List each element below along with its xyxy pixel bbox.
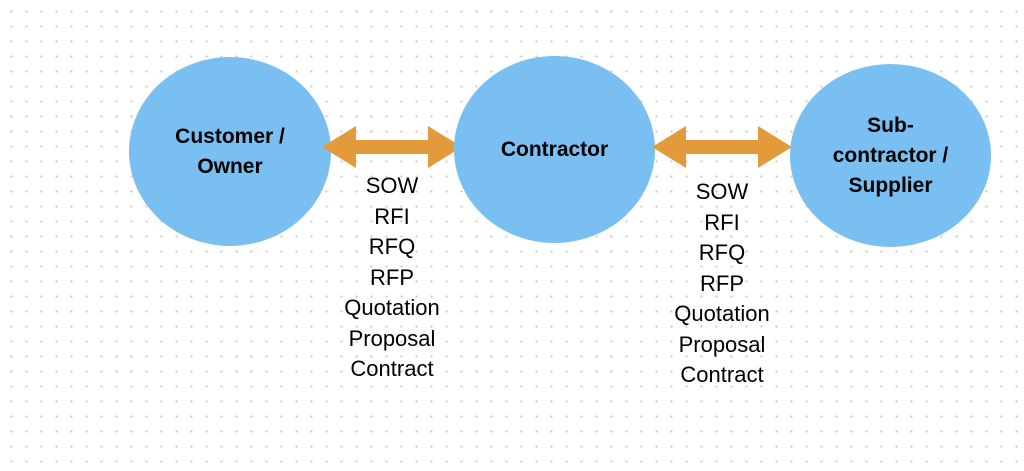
document-item: Proposal bbox=[678, 331, 766, 357]
document-item: Contract bbox=[350, 356, 434, 381]
document-item: Proposal bbox=[348, 325, 436, 351]
document-item: RFI bbox=[704, 209, 740, 235]
document-item: RFQ bbox=[698, 240, 746, 265]
document-item: SOW bbox=[365, 173, 419, 198]
contractor-label: Contractor bbox=[500, 137, 609, 161]
customer-owner-node: Customer / Owner bbox=[129, 57, 331, 246]
document-item: Quotation bbox=[344, 295, 440, 320]
document-item: RFP bbox=[700, 270, 744, 296]
document-item: Contract bbox=[680, 362, 764, 387]
document-item: Quotation bbox=[674, 301, 770, 326]
contractor-node: Contractor bbox=[454, 56, 655, 243]
customer-contractor-arrow bbox=[322, 126, 462, 168]
document-item: RFQ bbox=[368, 234, 416, 259]
subcontractor-supplier-node: Sub- contractor / Supplier bbox=[790, 64, 991, 247]
document-item: RFI bbox=[374, 203, 410, 229]
contractor-supplier-documents: SOW RFI RFQ RFP Quotation Proposal Contr… bbox=[652, 177, 792, 391]
contractor-supplier-arrow bbox=[652, 126, 792, 168]
subcontractor-supplier-label: Sub- contractor / Supplier bbox=[832, 113, 949, 197]
document-item: RFP bbox=[370, 264, 414, 290]
document-item: SOW bbox=[695, 179, 749, 204]
customer-contractor-documents: SOW RFI RFQ RFP Quotation Proposal Contr… bbox=[322, 171, 462, 385]
customer-owner-label: Customer / Owner bbox=[175, 124, 285, 178]
